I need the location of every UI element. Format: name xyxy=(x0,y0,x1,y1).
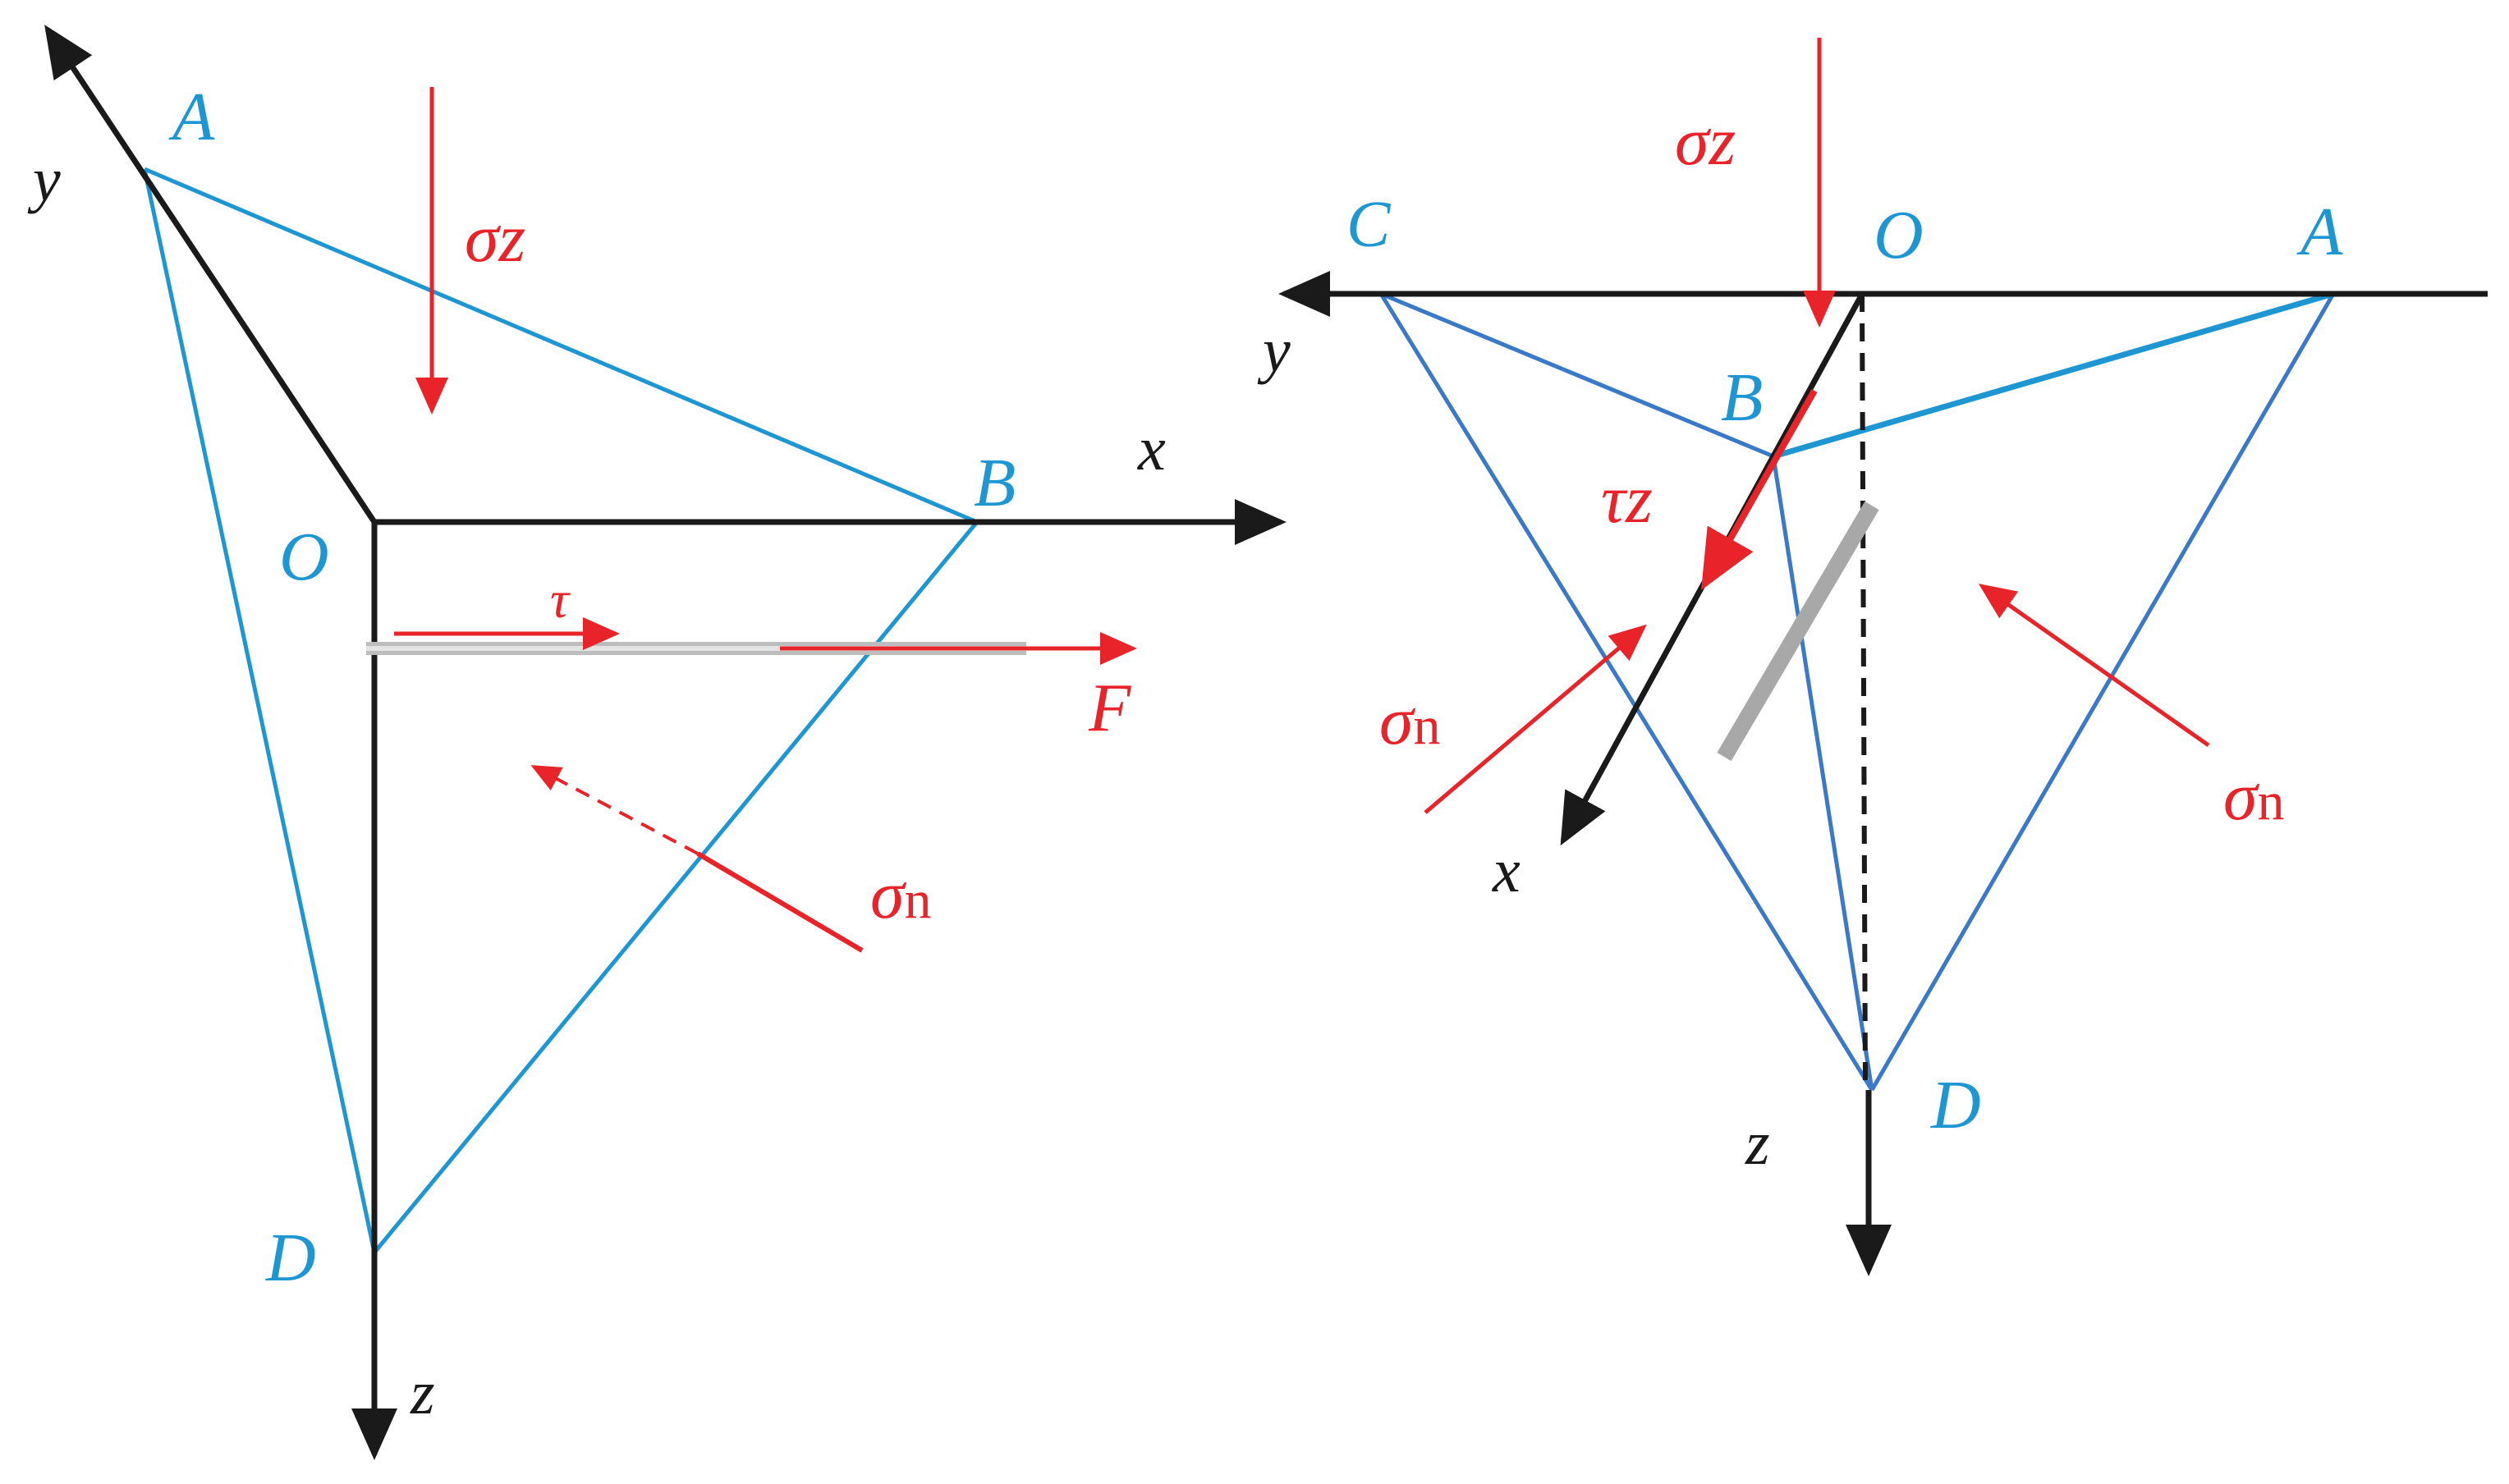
edge-c-d xyxy=(1378,292,1874,1092)
label-sigma-z-right: σz xyxy=(1675,103,1736,180)
label-point-a: A xyxy=(168,79,215,155)
sigma-n-arrow-dashed xyxy=(530,765,699,855)
label-sigma-n-right: σn xyxy=(2223,758,2284,835)
label-point-b-right: B xyxy=(1721,360,1763,436)
y-axis xyxy=(44,25,377,524)
sigma-n-arrow-right xyxy=(1978,584,2210,748)
label-axis-x: x xyxy=(1137,415,1166,483)
label-sigma-n-left: σn xyxy=(1379,683,1440,759)
label-point-o-right: O xyxy=(1874,197,1924,273)
sigma-n-arrow-solid xyxy=(696,851,864,953)
label-point-d: D xyxy=(265,1220,316,1296)
label-axis-y-right: y xyxy=(1257,316,1291,385)
edge-a-b xyxy=(144,167,978,524)
label-axis-z-right: z xyxy=(1745,1109,1770,1178)
label-axis-z: z xyxy=(410,1358,435,1427)
edge-b-d-right xyxy=(1771,456,1874,1091)
edge-b-a xyxy=(1773,291,2334,460)
label-point-o: O xyxy=(279,519,329,595)
tau-z-arrow xyxy=(1701,389,1818,590)
label-point-a-right: A xyxy=(2296,194,2343,270)
label-force: F xyxy=(1088,670,1132,746)
label-point-b: B xyxy=(974,445,1016,521)
right-diagram: C O A B D y x z σz τz σn σn xyxy=(1257,38,2488,1276)
crack-plate xyxy=(1717,501,1879,762)
label-sigma-n: σn xyxy=(870,857,931,933)
edge-a-d xyxy=(142,168,377,1253)
label-axis-x-right: x xyxy=(1492,836,1521,905)
label-tau-z: τz xyxy=(1601,461,1653,538)
sigma-n-arrow-left xyxy=(1424,624,1647,814)
label-point-d-right: D xyxy=(1930,1067,1981,1143)
label-point-c: C xyxy=(1346,189,1392,261)
edge-c-b xyxy=(1380,291,1774,459)
dashed-o-d xyxy=(1860,293,1868,1086)
edge-a-d-right xyxy=(1869,292,2336,1092)
label-sigma-z: σz xyxy=(465,200,525,277)
label-axis-y: y xyxy=(27,145,61,214)
label-tau: τ xyxy=(550,570,571,629)
left-diagram: A B O D y x z σz τ F σn xyxy=(27,25,1287,1460)
